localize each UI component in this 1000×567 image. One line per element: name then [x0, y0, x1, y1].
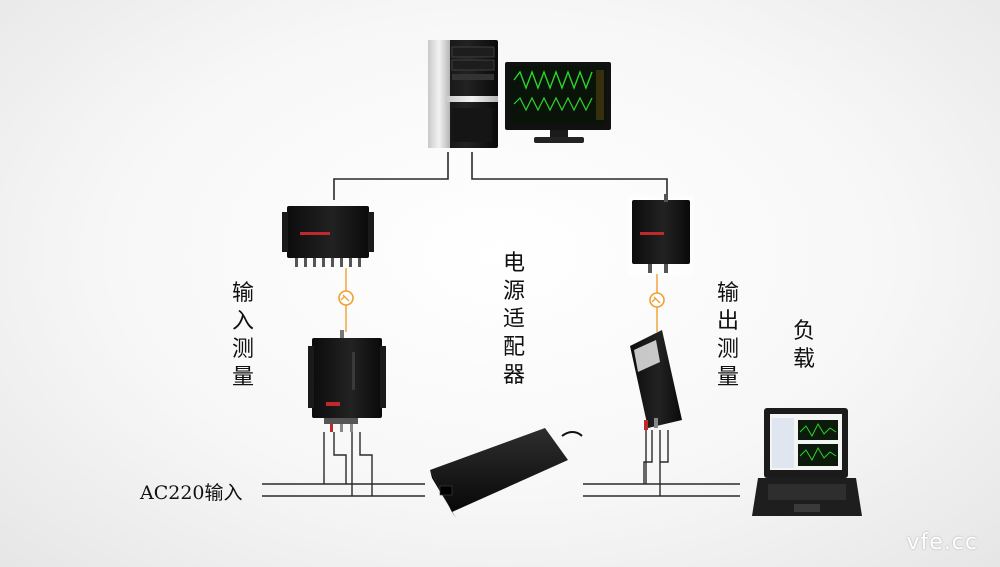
optical-link-input: [338, 268, 354, 332]
data-acquisition-unit-right: [628, 194, 694, 276]
input-wiring: [323, 432, 373, 496]
input-measure-label: 输入测量: [231, 281, 254, 390]
monitor-waveform-icon: [505, 62, 611, 143]
input-power-sensor-icon: [308, 330, 386, 432]
output-measure-label: 输出测量: [716, 281, 739, 390]
power-adapter-label: 电源适配器: [502, 251, 525, 388]
data-acquisition-unit-left: [282, 206, 374, 267]
ac-line: [262, 483, 425, 497]
desktop-computer-icon: [428, 40, 498, 148]
watermark: vfe.cc: [906, 530, 978, 555]
output-power-sensor-icon: [630, 330, 682, 430]
pc-connection-lines: [333, 152, 668, 200]
output-wiring: [583, 430, 740, 497]
laptop-icon: [752, 408, 862, 516]
power-adapter-icon: [430, 428, 583, 518]
optical-link-output: [649, 274, 665, 332]
load-label: 负载: [792, 319, 815, 372]
ac-input-label: AC220输入: [140, 482, 243, 504]
